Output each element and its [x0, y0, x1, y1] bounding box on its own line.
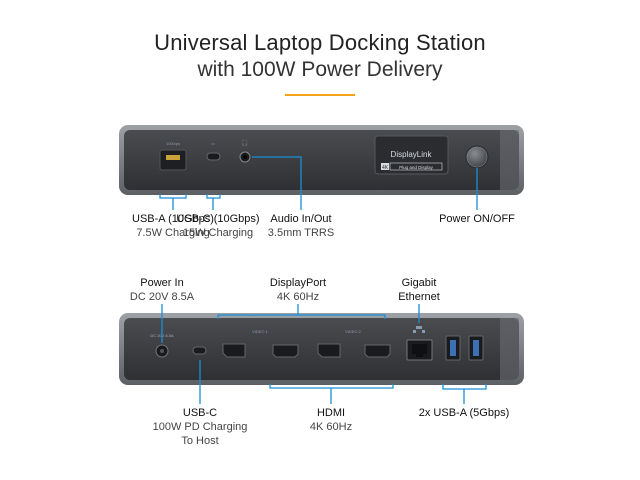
- back-dock: DC 20V 8.5A VIDEO 1 VIDEO 2: [119, 313, 524, 385]
- label-power-button: Power ON/OFF: [439, 213, 515, 225]
- back-callout-lines: [161, 304, 487, 404]
- svg-text:VIDEO 1: VIDEO 1: [252, 329, 269, 334]
- label-displayport: DisplayPort 4K 60Hz: [269, 277, 327, 303]
- label-front-usb-c: USB-C (10Gbps) 15W Charging: [176, 213, 260, 239]
- svg-text:10Gbps: 10Gbps: [166, 141, 180, 146]
- svg-text:▭: ▭: [211, 141, 215, 146]
- front-dock: 10Gbps ▭ 🎧 DisplayLink 4K Plug and Displ…: [119, 125, 524, 195]
- hdmi-2: [364, 344, 391, 358]
- svg-text:4K: 4K: [382, 165, 389, 171]
- front-usb-a-port: 10Gbps: [159, 141, 187, 171]
- ethernet-port: [406, 339, 433, 361]
- page-subtitle: with 100W Power Delivery: [197, 58, 443, 81]
- back-usb-c-port: [192, 346, 207, 355]
- svg-text:🎧: 🎧: [241, 139, 248, 147]
- label-back-usb-c: USB-C 100W PD Charging To Host: [152, 407, 248, 447]
- label-back-usb-a: 2x USB-A (5Gbps): [418, 407, 510, 419]
- label-audio: Audio In/Out 3.5mm TRRS: [267, 213, 335, 239]
- title-underline: [285, 94, 355, 96]
- audio-jack: 🎧: [239, 139, 251, 163]
- ethernet-icon: [413, 326, 425, 333]
- label-power-in: Power In DC 20V 8.5A: [129, 277, 195, 303]
- svg-text:Plug and Display: Plug and Display: [399, 165, 434, 170]
- label-front-usb-a: USB-A (10Gbps) 7.5W Charging: [132, 213, 214, 239]
- displayport-2: [317, 343, 341, 358]
- displaylink-logo-text: DisplayLink: [391, 150, 433, 159]
- front-usb-c-port: ▭: [206, 141, 221, 161]
- label-ethernet: Gigabit Ethernet: [398, 277, 440, 303]
- hdmi-1: [272, 344, 299, 358]
- displaylink-badge: DisplayLink 4K Plug and Display: [374, 135, 449, 175]
- back-usb-a-port-1: [445, 335, 461, 361]
- label-hdmi: HDMI 4K 60Hz: [309, 407, 353, 433]
- page-title: Universal Laptop Docking Station: [154, 30, 486, 55]
- back-usb-a-port-2: [468, 335, 484, 361]
- displayport-1: [222, 343, 246, 358]
- front-callout-lines: [159, 156, 478, 210]
- power-button[interactable]: [465, 145, 489, 169]
- svg-text:VIDEO 2: VIDEO 2: [345, 329, 362, 334]
